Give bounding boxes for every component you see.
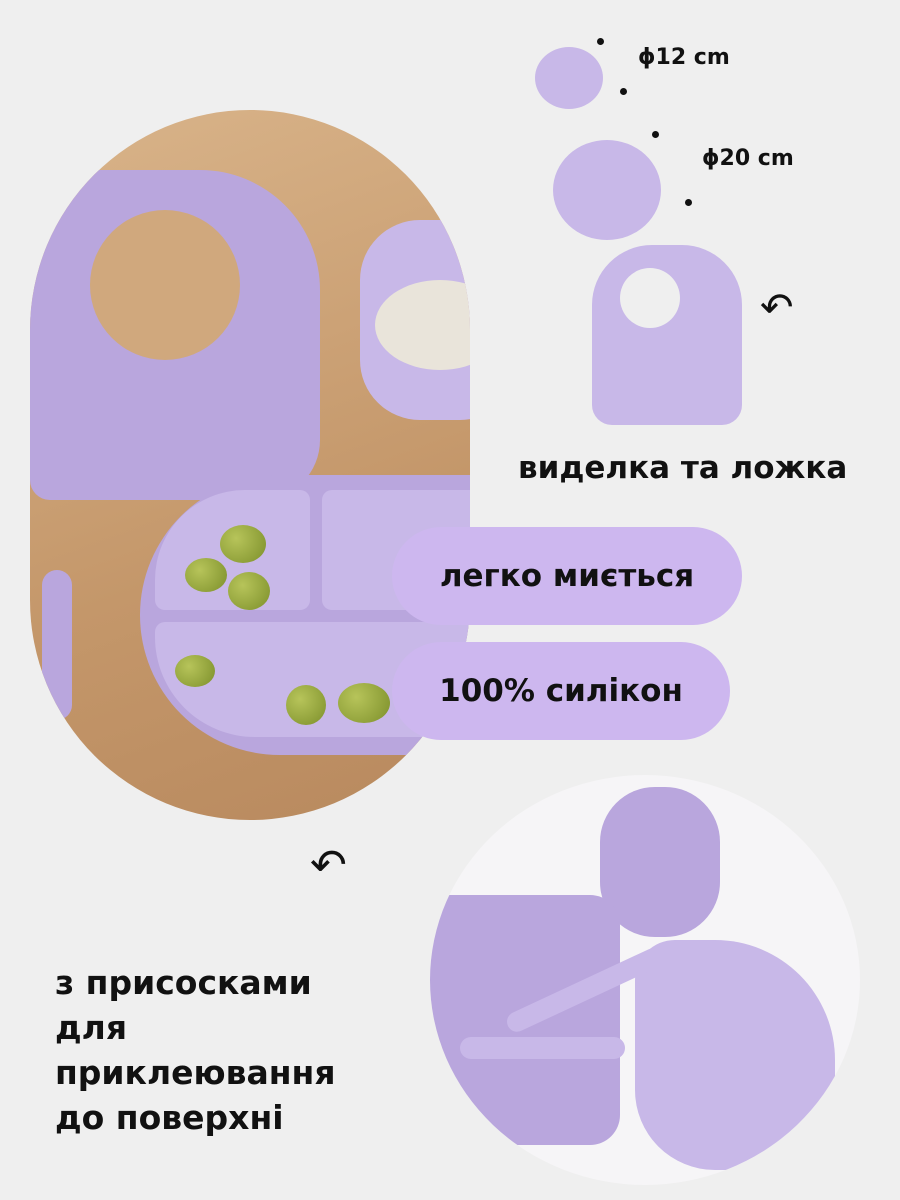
dimension-marker-dot [652, 131, 659, 138]
grape [175, 655, 215, 687]
bowl-small-image [535, 47, 603, 109]
badge-easy-wash: легко миється [392, 527, 742, 625]
grape [338, 683, 390, 723]
bowl-image [600, 787, 720, 937]
dimension-marker-dot [597, 38, 604, 45]
label-suction: з присосками для приклеювання до поверхн… [55, 960, 336, 1140]
spoon-image [460, 1037, 625, 1059]
grape [220, 525, 266, 563]
dimension-marker-dot [685, 199, 692, 206]
bib-image [635, 940, 835, 1170]
bowl-contents [375, 280, 470, 370]
suction-line: для [55, 1008, 128, 1047]
plate-small-image [553, 140, 661, 240]
bib-neck-hole [90, 210, 240, 360]
fork-image [42, 570, 72, 720]
plate-diameter: ϕ20 cm [702, 146, 794, 171]
dimension-marker-dot [620, 88, 627, 95]
grape [286, 685, 326, 725]
suction-line: з присосками [55, 963, 312, 1002]
badge-silicone: 100% силікон [392, 642, 730, 740]
product-photo-set [430, 775, 860, 1185]
bib-small-image [592, 245, 742, 425]
grape [228, 572, 270, 610]
curved-arrow-icon: ↶ [310, 840, 347, 891]
suction-line: до поверхні [55, 1098, 284, 1137]
label-fork-spoon: виделка та ложка [518, 450, 848, 486]
suction-line: приклеювання [55, 1053, 336, 1092]
curved-arrow-icon: ↶ [760, 285, 794, 331]
bowl-diameter: ϕ12 cm [638, 45, 730, 70]
grape [185, 558, 227, 592]
bib-small-neck-hole [620, 268, 680, 328]
